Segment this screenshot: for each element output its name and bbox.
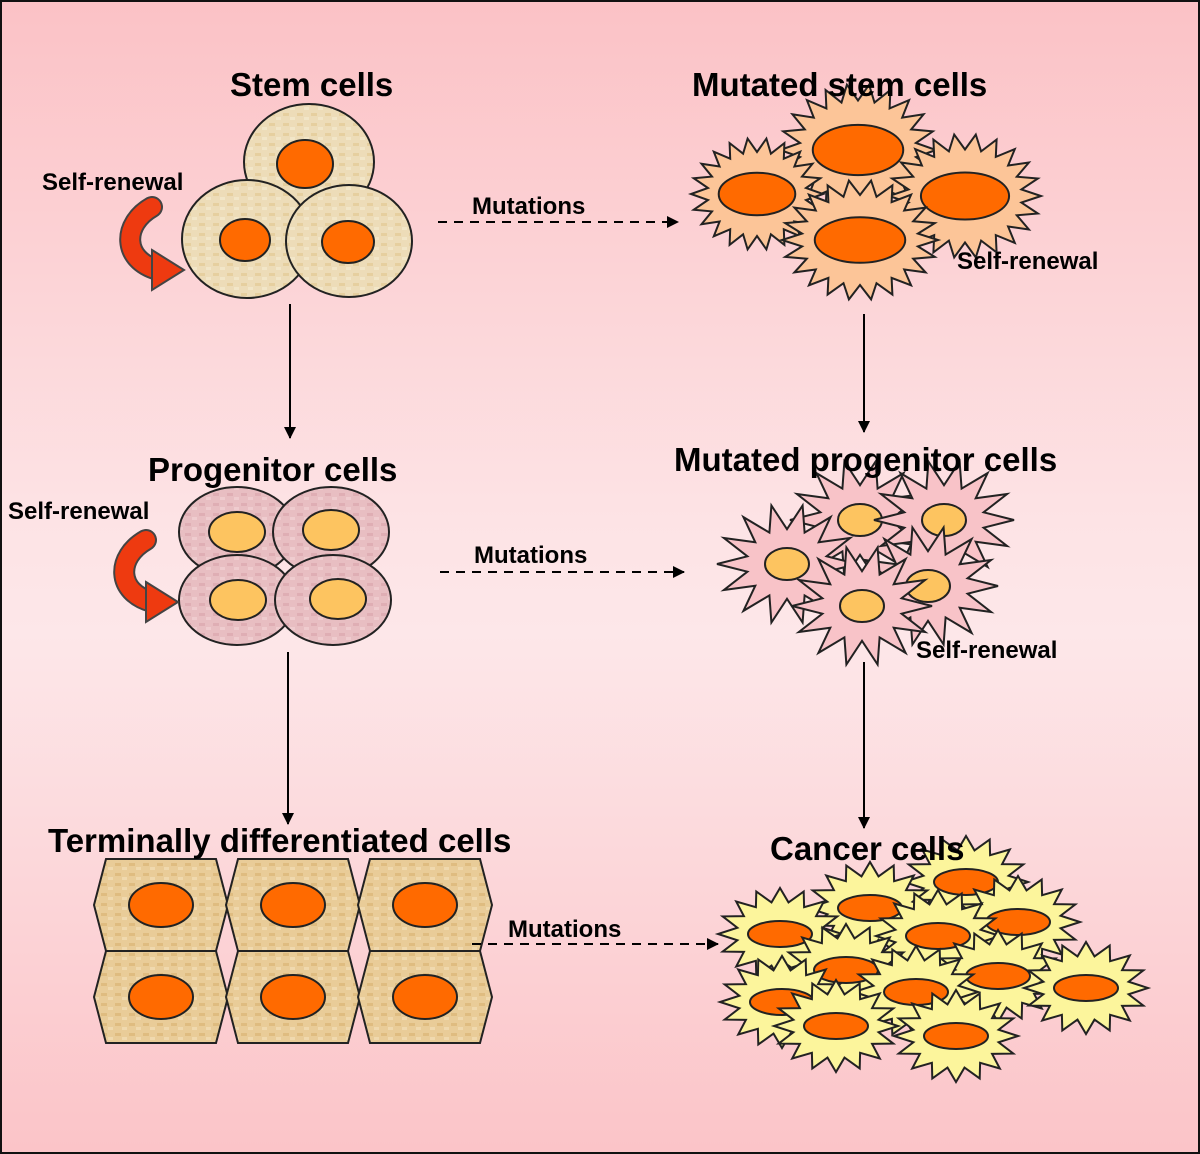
mutated-progenitor-nucleus xyxy=(764,547,810,581)
stem-nucleus xyxy=(276,139,334,189)
cancer-cell xyxy=(770,978,902,1074)
mutations-label-2: Mutations xyxy=(474,542,588,569)
mutated-stem-nucleus xyxy=(813,216,907,264)
terminal-nucleus xyxy=(392,882,458,928)
cancer-cell xyxy=(890,988,1022,1084)
mutations-label-3: Mutations xyxy=(508,916,622,943)
cancer-nucleus xyxy=(985,908,1051,936)
terminal-cell-grid xyxy=(92,858,494,1044)
cancer-nucleus xyxy=(923,1022,989,1050)
self-renewal-arrow-icon xyxy=(119,196,186,292)
mutated-progenitor-cluster xyxy=(716,458,1015,668)
progenitor-nucleus xyxy=(209,579,267,621)
cancer-cells-title: Cancer cells xyxy=(770,830,965,867)
terminal-cell xyxy=(92,858,230,952)
mutated-stem-nucleus xyxy=(717,171,797,217)
mutated-progenitor-cells-title: Mutated progenitor cells xyxy=(674,441,1058,478)
progenitor-self-renewal-label: Self-renewal xyxy=(8,498,150,525)
cancer-nucleus xyxy=(933,868,999,896)
terminal-cells-title: Terminally differentiated cells xyxy=(48,822,512,859)
stem-nucleus xyxy=(321,220,375,264)
mutated-stem-nucleus xyxy=(919,171,1011,221)
stem-cells-title: Stem cells xyxy=(230,66,394,103)
progenitor-nucleus xyxy=(302,509,360,551)
terminal-nucleus xyxy=(128,882,194,928)
cancer-cell-cluster xyxy=(714,834,1152,1084)
progenitor-cells-title: Progenitor cells xyxy=(148,451,398,488)
mutated-stem-self-renewal-label: Self-renewal xyxy=(957,248,1099,275)
progenitor-nucleus xyxy=(309,578,367,620)
mutated-stem-nucleus xyxy=(811,123,905,177)
terminal-nucleus xyxy=(128,974,194,1020)
mutated-stem-cells-title: Mutated stem cells xyxy=(692,66,988,103)
mutated-stem-cell xyxy=(778,178,942,302)
cancer-nucleus xyxy=(747,920,813,948)
cancer-nucleus xyxy=(1053,974,1119,1002)
terminal-nucleus xyxy=(260,974,326,1020)
progenitor-cell-cluster xyxy=(178,486,392,646)
mutated-progenitor-self-renewal-label: Self-renewal xyxy=(916,637,1058,664)
terminal-cell xyxy=(356,950,494,1044)
mutations-label-1: Mutations xyxy=(472,193,586,220)
terminal-cell xyxy=(356,858,494,952)
cancer-nucleus xyxy=(803,1012,869,1040)
stem-cell-cluster xyxy=(181,103,413,299)
stem-nucleus xyxy=(219,218,271,262)
terminal-nucleus xyxy=(260,882,326,928)
mutated-progenitor-cell xyxy=(873,458,1015,582)
terminal-cell xyxy=(224,950,362,1044)
progenitor-nucleus xyxy=(208,511,266,553)
stem-self-renewal-label: Self-renewal xyxy=(42,169,184,196)
cancer-nucleus xyxy=(965,962,1031,990)
cancer-nucleus xyxy=(837,894,903,922)
mutated-progenitor-nucleus xyxy=(839,589,885,623)
cancer-cell xyxy=(932,928,1064,1024)
terminal-cell xyxy=(92,950,230,1044)
mutated-progenitor-cell xyxy=(791,544,933,668)
cancer-cell xyxy=(1020,940,1152,1036)
terminal-cell xyxy=(224,858,362,952)
mutated-stem-cluster xyxy=(687,82,1045,302)
self-renewal-arrow-icon xyxy=(113,529,180,624)
terminal-nucleus xyxy=(392,974,458,1020)
